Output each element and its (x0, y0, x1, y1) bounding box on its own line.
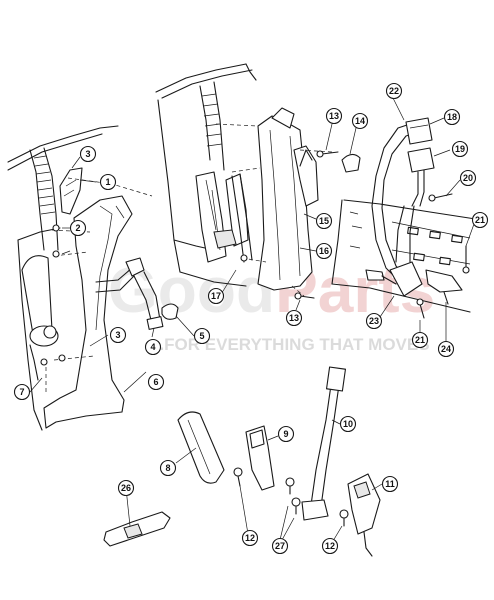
center-pillar-assembly (155, 63, 361, 300)
svg-text:13: 13 (289, 313, 299, 323)
loose-parts (103, 366, 381, 557)
svg-text:13: 13 (329, 111, 339, 121)
callout-19: 19 (451, 140, 469, 158)
svg-text:19: 19 (455, 144, 465, 154)
callout-22: 22 (385, 82, 403, 100)
svg-text:12: 12 (325, 541, 335, 551)
callout-21: 21 (411, 331, 429, 349)
callout-7: 7 (13, 383, 31, 401)
svg-text:21: 21 (415, 335, 425, 345)
svg-text:20: 20 (463, 173, 473, 183)
svg-text:5: 5 (199, 331, 204, 341)
callout-8: 8 (159, 459, 177, 477)
svg-text:8: 8 (165, 463, 170, 473)
svg-text:17: 17 (211, 291, 221, 301)
screw-icon (233, 467, 349, 527)
callout-23: 23 (365, 312, 383, 330)
svg-text:18: 18 (447, 112, 457, 122)
callout-20: 20 (459, 169, 477, 187)
callout-13: 13 (325, 107, 343, 125)
callout-26: 26 (117, 479, 135, 497)
svg-text:3: 3 (115, 330, 120, 340)
callout-3: 3 (109, 326, 127, 344)
callout-12: 12 (321, 537, 339, 555)
callout-6: 6 (147, 373, 165, 391)
rear-wall-assembly (331, 117, 483, 319)
callout-11: 11 (381, 475, 399, 493)
callout-27: 27 (271, 537, 289, 555)
svg-text:21: 21 (475, 215, 485, 225)
callout-24: 24 (437, 340, 455, 358)
bolt-icon (416, 245, 470, 319)
callout-15: 15 (315, 212, 333, 230)
svg-text:11: 11 (385, 479, 395, 489)
svg-text:4: 4 (150, 342, 155, 352)
bolt-icon (40, 224, 66, 366)
callout-2: 2 (69, 219, 87, 237)
svg-text:12: 12 (245, 533, 255, 543)
svg-text:26: 26 (121, 483, 131, 493)
svg-text:14: 14 (355, 116, 365, 126)
callout-21: 21 (471, 211, 489, 229)
svg-text:24: 24 (441, 344, 451, 354)
callout-1: 1 (99, 173, 117, 191)
left-pillar-assembly (7, 125, 179, 431)
svg-text:3: 3 (85, 149, 90, 159)
svg-text:9: 9 (283, 429, 288, 439)
callout-14: 14 (351, 112, 369, 130)
screw-icon (240, 150, 339, 300)
leader-lines (29, 95, 475, 547)
svg-text:2: 2 (75, 223, 80, 233)
callout-10: 10 (339, 415, 357, 433)
svg-text:1: 1 (105, 177, 110, 187)
svg-text:22: 22 (389, 86, 399, 96)
callout-12: 12 (241, 529, 259, 547)
callout-5: 5 (193, 327, 211, 345)
svg-text:16: 16 (319, 246, 329, 256)
svg-text:15: 15 (319, 216, 329, 226)
callout-13: 13 (285, 309, 303, 327)
svg-text:23: 23 (369, 316, 379, 326)
svg-text:10: 10 (343, 419, 353, 429)
callout-3: 3 (79, 145, 97, 163)
watermark-tagline: ...FOR EVERYTHING THAT MOVES (150, 335, 430, 354)
callout-16: 16 (315, 242, 333, 260)
callout-17: 17 (207, 287, 225, 305)
svg-text:27: 27 (275, 541, 285, 551)
svg-text:6: 6 (153, 377, 158, 387)
callout-9: 9 (277, 425, 295, 443)
svg-text:7: 7 (19, 387, 24, 397)
callout-4: 4 (144, 338, 162, 356)
callout-18: 18 (443, 108, 461, 126)
